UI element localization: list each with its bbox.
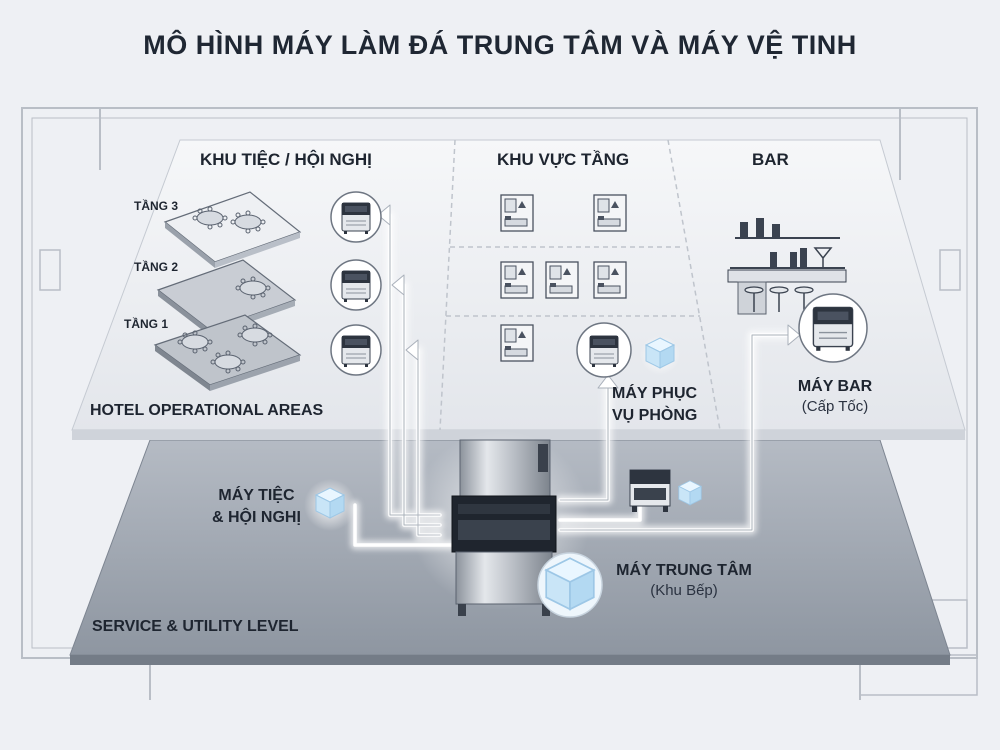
- floor-3-label: TẦNG 3: [134, 199, 179, 213]
- section-floor-area-label: KHU VỰC TẦNG: [497, 150, 630, 169]
- bar-machine-note: (Cấp Tốc): [801, 398, 869, 415]
- bar-machine: [798, 293, 868, 363]
- page-title: MÔ HÌNH MÁY LÀM ĐÁ TRUNG TÂM VÀ MÁY VỆ T…: [143, 30, 857, 60]
- bar-counter-icon: [727, 218, 847, 315]
- small-ice-machine: [629, 469, 702, 512]
- banquet-satellite-machines: [330, 191, 382, 376]
- banquet-machine-label: MÁY TIỆC & HỘI NGHỊ: [212, 485, 301, 529]
- arrow-icon: [405, 339, 419, 361]
- room-service-label-line2: VỤ PHÒNG: [612, 407, 698, 424]
- central-machine-note: (Khu Bếp): [650, 582, 718, 599]
- ice-cube-icon: [304, 479, 356, 531]
- central-machine-label: MÁY TRUNG TÂM (Khu Bếp): [604, 560, 764, 599]
- banquet-label-line2: & HỘI NGHỊ: [212, 509, 301, 526]
- central-machine-name: MÁY TRUNG TÂM: [616, 562, 752, 579]
- arrow-icon: [391, 274, 405, 296]
- bar-machine-name: MÁY BAR: [797, 378, 873, 395]
- bar-machine-label: MÁY BAR (Cấp Tốc): [790, 376, 880, 415]
- room-service-label-line1: MÁY PHỤC: [612, 385, 698, 402]
- arrow-icon: [787, 324, 801, 346]
- floor-2-label: TẦNG 2: [134, 260, 179, 274]
- banquet-floor-stack: [153, 191, 302, 391]
- floor-1-label: TẦNG 1: [124, 317, 169, 331]
- banquet-label-line1: MÁY TIỆC: [218, 487, 295, 504]
- room-service-machine-label: MÁY PHỤC VỤ PHÒNG: [612, 383, 697, 427]
- section-banquet-label: KHU TIỆC / HỘI NGHỊ: [200, 150, 372, 169]
- service-utility-level-label: SERVICE & UTILITY LEVEL: [92, 618, 299, 635]
- hotel-operational-areas-label: HOTEL OPERATIONAL AREAS: [90, 402, 324, 419]
- arrow-icon: [377, 204, 391, 226]
- section-bar-label: BAR: [752, 150, 789, 169]
- arrow-icon: [597, 374, 619, 389]
- room-service-machine: [576, 322, 680, 378]
- central-ice-cube-icon: [537, 552, 603, 618]
